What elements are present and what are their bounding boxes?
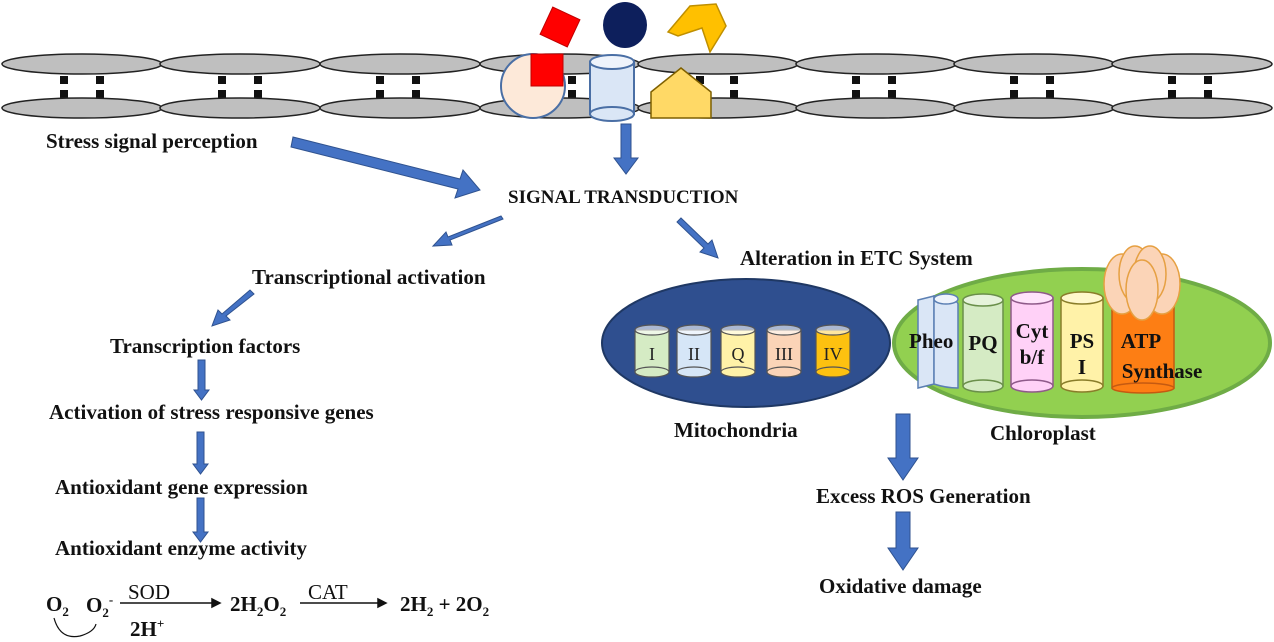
equation-arrows (120, 597, 388, 609)
signal-transduction-label: SIGNAL TRANSDUCTION (508, 187, 739, 208)
mito-complex-i: I (634, 324, 670, 378)
pq-label: PQ (968, 331, 997, 355)
ps-label-line1: PS (1070, 329, 1095, 353)
activation-genes-label: Activation of stress responsive genes (49, 400, 374, 424)
equation-curve (53, 617, 97, 638)
receptor-circle-notch (530, 53, 564, 87)
arrow-perception-to-transduction (290, 136, 481, 199)
atp-label-line2: Synthase (1122, 359, 1203, 383)
sod-cat-equation: O2 O2- SOD 2H+ 2H2O2 CAT 2H2 + 2O2 (46, 578, 546, 641)
arrow-to-transcriptional (431, 215, 504, 247)
mito-complex-ii: II (676, 324, 712, 378)
pheo-complex (917, 293, 959, 389)
antioxidant-gene-expression-label: Antioxidant gene expression (55, 475, 308, 499)
signal-navy-circle (603, 2, 647, 48)
arrow-to-ros (887, 413, 919, 481)
superoxide-term: O2- (86, 592, 114, 621)
arrow-receptor-to-transduction (613, 123, 639, 175)
cyt-label-line1: Cyt (1016, 319, 1049, 343)
products-term: 2H2 + 2O2 (400, 592, 490, 620)
sod-label: SOD (128, 580, 171, 604)
cyt-bf-complex (1010, 291, 1054, 393)
mito-complex-iii: III (766, 324, 802, 378)
mito-complex-label: Q (732, 344, 745, 364)
arrow-to-oxidative (887, 511, 919, 571)
mito-complex-label: II (688, 344, 700, 364)
mito-complex-label: IV (824, 344, 843, 364)
transcription-factors-label: Transcription factors (110, 334, 301, 358)
arrow-to-gene-expression (192, 431, 209, 475)
transcriptional-activation-label: Transcriptional activation (252, 265, 486, 289)
receptor-pentagon (650, 67, 712, 119)
arrows (192, 123, 919, 571)
pheo-label: Pheo (909, 329, 953, 353)
atp-synthase-head (1103, 245, 1181, 321)
arrow-to-enzyme-activity (192, 497, 209, 543)
cell-membrane (1, 53, 1273, 119)
signal-red-square (539, 6, 581, 48)
ps-label-line2: I (1078, 355, 1086, 379)
arrow-to-transcription-factors (211, 289, 255, 327)
cyt-label-line2: b/f (1020, 345, 1046, 369)
arrow-to-etc (676, 217, 719, 259)
mito-complex-label: III (775, 344, 793, 364)
cat-label: CAT (308, 580, 348, 604)
hydrogen-peroxide-term: 2H2O2 (230, 592, 287, 620)
excess-ros-label: Excess ROS Generation (816, 484, 1031, 508)
membrane-upper-layer (1, 53, 1273, 75)
stress-signal-perception-label: Stress signal perception (46, 129, 258, 153)
chloroplast-label: Chloroplast (990, 421, 1096, 445)
atp-label-line1: ATP (1121, 329, 1162, 353)
pq-complex (962, 293, 1004, 393)
oxidative-damage-label: Oxidative damage (819, 574, 982, 598)
receptor-cylinder (589, 54, 635, 122)
membrane-linkers (60, 76, 1212, 98)
ps-i-complex (1060, 291, 1104, 393)
arrow-to-activation (193, 359, 210, 401)
proton-term: 2H+ (130, 616, 165, 641)
oxygen-term: O2 (46, 592, 69, 620)
signal-yellow-pentagon (666, 3, 727, 54)
etc-alteration-label: Alteration in ETC System (740, 246, 973, 270)
mito-complex-label: I (649, 344, 655, 364)
antioxidant-enzyme-activity-label: Antioxidant enzyme activity (55, 536, 307, 560)
mito-complex-iv: IV (815, 324, 851, 378)
mitochondria-label: Mitochondria (674, 418, 798, 442)
membrane-lower-layer (1, 97, 1273, 119)
mito-complex-q: Q (720, 324, 756, 378)
